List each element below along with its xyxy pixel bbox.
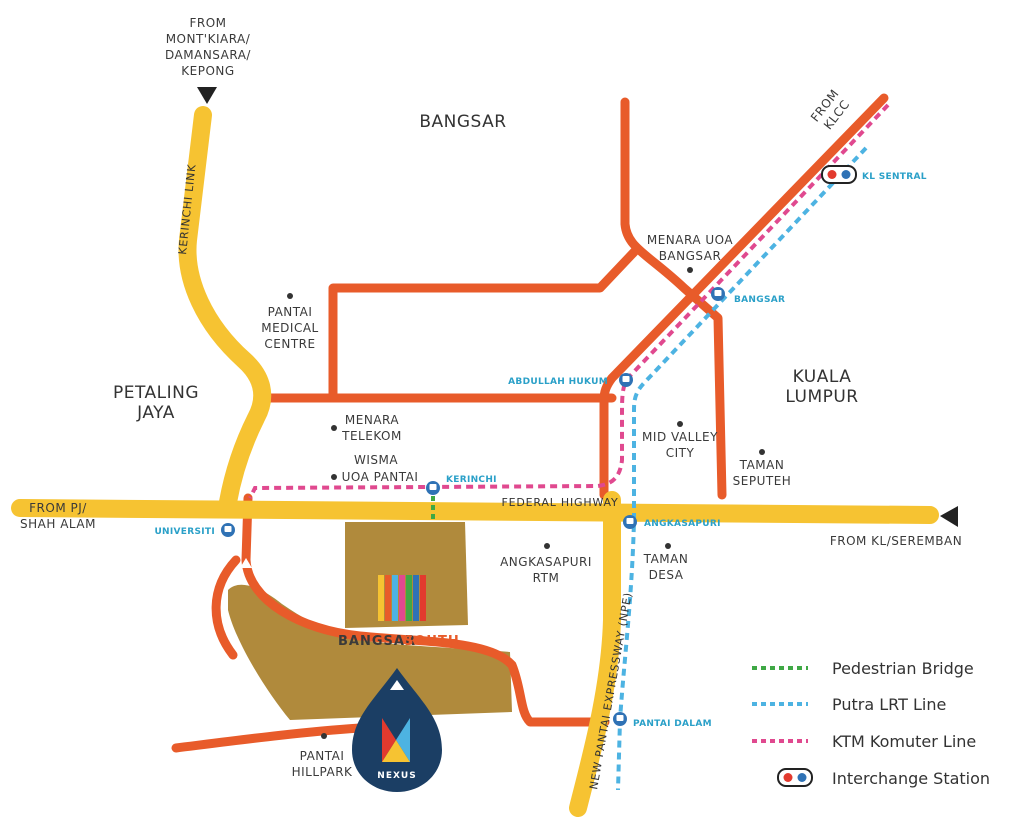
svg-text:UOA PANTAI: UOA PANTAI bbox=[342, 470, 419, 484]
landmark-pantai-medical: PANTAI MEDICAL CENTRE bbox=[261, 293, 319, 351]
legend: Pedestrian Bridge Putra LRT Line KTM Kom… bbox=[752, 659, 990, 788]
svg-text:SEPUTEH: SEPUTEH bbox=[733, 474, 792, 488]
landmark-taman-seputeh: TAMAN SEPUTEH bbox=[733, 449, 792, 488]
svg-text:ANGKASAPURI: ANGKASAPURI bbox=[644, 519, 721, 529]
label-from-klcc: FROM KLCC bbox=[808, 87, 853, 133]
legend-lrt: Putra LRT Line bbox=[752, 695, 946, 714]
svg-text:MONT'KIARA/: MONT'KIARA/ bbox=[166, 32, 251, 46]
svg-text:BANGSAR: BANGSAR bbox=[659, 249, 722, 263]
station-kl-sentral: KL SENTRAL bbox=[821, 165, 927, 184]
svg-text:MID VALLEY: MID VALLEY bbox=[642, 430, 718, 444]
svg-text:ABDULLAH HUKUM: ABDULLAH HUKUM bbox=[508, 377, 608, 387]
svg-text:Interchange Station: Interchange Station bbox=[832, 769, 990, 788]
svg-text:Pedestrian Bridge: Pedestrian Bridge bbox=[832, 659, 974, 678]
svg-text:UNIVERSITI: UNIVERSITI bbox=[154, 527, 215, 537]
label-from-mont-kiara: FROM MONT'KIARA/ DAMANSARA/ KEPONG bbox=[165, 16, 251, 78]
bangsar-south-logo: BANGSAR SOUTH bbox=[338, 575, 460, 649]
svg-text:NEXUS: NEXUS bbox=[377, 771, 416, 781]
label-from-kl-seremban: FROM KL/SEREMBAN bbox=[830, 534, 962, 548]
svg-text:TAMAN: TAMAN bbox=[643, 552, 689, 566]
svg-text:DAMANSARA/: DAMANSARA/ bbox=[165, 48, 251, 62]
area-kuala: KUALA bbox=[793, 367, 852, 387]
putra-lrt-line bbox=[616, 146, 868, 791]
svg-text:TAMAN: TAMAN bbox=[739, 458, 785, 472]
area-jaya: JAYA bbox=[136, 403, 175, 423]
svg-text:PANTAI: PANTAI bbox=[300, 749, 345, 763]
svg-text:HILLPARK: HILLPARK bbox=[292, 765, 353, 779]
svg-text:CITY: CITY bbox=[666, 446, 695, 460]
arrow-up-small-icon bbox=[240, 558, 252, 568]
svg-text:Putra LRT Line: Putra LRT Line bbox=[832, 695, 946, 714]
svg-text:SHAH ALAM: SHAH ALAM bbox=[20, 517, 96, 531]
label-from-pj: FROM PJ/ SHAH ALAM bbox=[20, 501, 96, 531]
nexus-logo: NEXUS bbox=[352, 668, 442, 792]
svg-text:KTM Komuter Line: KTM Komuter Line bbox=[832, 732, 976, 751]
svg-text:MENARA UOA: MENARA UOA bbox=[647, 233, 734, 247]
svg-text:KL SENTRAL: KL SENTRAL bbox=[862, 172, 927, 182]
station-pantai-dalam: PANTAI DALAM bbox=[613, 712, 712, 729]
primary-roads bbox=[11, 106, 939, 817]
svg-text:BANGSAR: BANGSAR bbox=[734, 295, 785, 305]
landmark-pantai-hillpark: PANTAI HILLPARK bbox=[292, 733, 353, 779]
area-petaling: PETALING bbox=[113, 383, 199, 403]
station-bangsar: BANGSAR bbox=[711, 287, 785, 305]
landmark-angkasapuri-rtm: ANGKASAPURI RTM bbox=[500, 543, 592, 585]
legend-pedestrian-bridge: Pedestrian Bridge bbox=[752, 659, 974, 678]
svg-text:BANGSAR: BANGSAR bbox=[338, 634, 416, 649]
arrow-left-icon bbox=[940, 506, 958, 527]
svg-text:PANTAI: PANTAI bbox=[268, 305, 313, 319]
legend-ktm: KTM Komuter Line bbox=[752, 732, 976, 751]
svg-text:FROM PJ/: FROM PJ/ bbox=[29, 501, 87, 515]
svg-text:MEDICAL: MEDICAL bbox=[261, 321, 319, 335]
svg-text:TELEKOM: TELEKOM bbox=[341, 429, 402, 443]
station-abdullah-hukum: ABDULLAH HUKUM bbox=[508, 373, 633, 387]
svg-text:PANTAI DALAM: PANTAI DALAM bbox=[633, 719, 712, 729]
landmark-wisma-uoa: WISMA UOA PANTAI bbox=[331, 453, 418, 484]
svg-text:DESA: DESA bbox=[649, 568, 684, 582]
area-lumpur: LUMPUR bbox=[785, 387, 858, 407]
svg-text:KEPONG: KEPONG bbox=[181, 64, 234, 78]
svg-text:RTM: RTM bbox=[533, 571, 560, 585]
svg-text:ANGKASAPURI: ANGKASAPURI bbox=[500, 555, 592, 569]
landmark-taman-desa: TAMAN DESA bbox=[643, 543, 689, 582]
svg-text:WISMA: WISMA bbox=[354, 453, 398, 467]
legend-interchange: Interchange Station bbox=[777, 768, 990, 788]
secondary-roads bbox=[171, 93, 889, 753]
bangsar-south-site bbox=[228, 522, 512, 720]
landmark-menara-telekom: MENARA TELEKOM bbox=[331, 413, 402, 443]
station-angkasapuri: ANGKASAPURI bbox=[623, 515, 721, 529]
landmark-mid-valley: MID VALLEY CITY bbox=[642, 421, 718, 460]
label-federal-highway: FEDERAL HIGHWAY bbox=[501, 496, 618, 509]
area-bangsar: BANGSAR bbox=[419, 112, 506, 132]
station-kerinchi: KERINCHI bbox=[426, 475, 497, 495]
svg-text:SOUTH: SOUTH bbox=[404, 634, 460, 649]
station-universiti: UNIVERSITI bbox=[154, 523, 235, 537]
landmark-menara-uoa: MENARA UOA BANGSAR bbox=[647, 233, 734, 273]
svg-text:CENTRE: CENTRE bbox=[264, 337, 315, 351]
svg-text:FROM: FROM bbox=[189, 16, 226, 30]
arrow-down-icon bbox=[197, 87, 217, 104]
svg-text:KERINCHI: KERINCHI bbox=[446, 475, 497, 485]
svg-text:MENARA: MENARA bbox=[345, 413, 399, 427]
